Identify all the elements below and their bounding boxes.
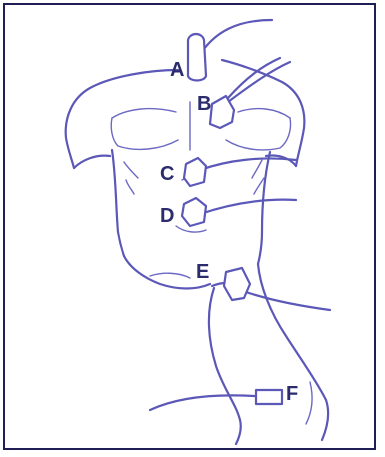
label-b: B xyxy=(197,93,211,115)
label-a: A xyxy=(170,59,184,81)
label-e: E xyxy=(196,261,209,283)
label-f: F xyxy=(286,383,298,405)
insertion-devices xyxy=(182,34,282,404)
device-c xyxy=(184,158,206,186)
device-f xyxy=(256,390,282,404)
device-e xyxy=(224,268,250,300)
label-d: D xyxy=(160,205,174,227)
label-c: C xyxy=(160,163,174,185)
device-a xyxy=(188,34,206,81)
device-d xyxy=(182,198,206,226)
